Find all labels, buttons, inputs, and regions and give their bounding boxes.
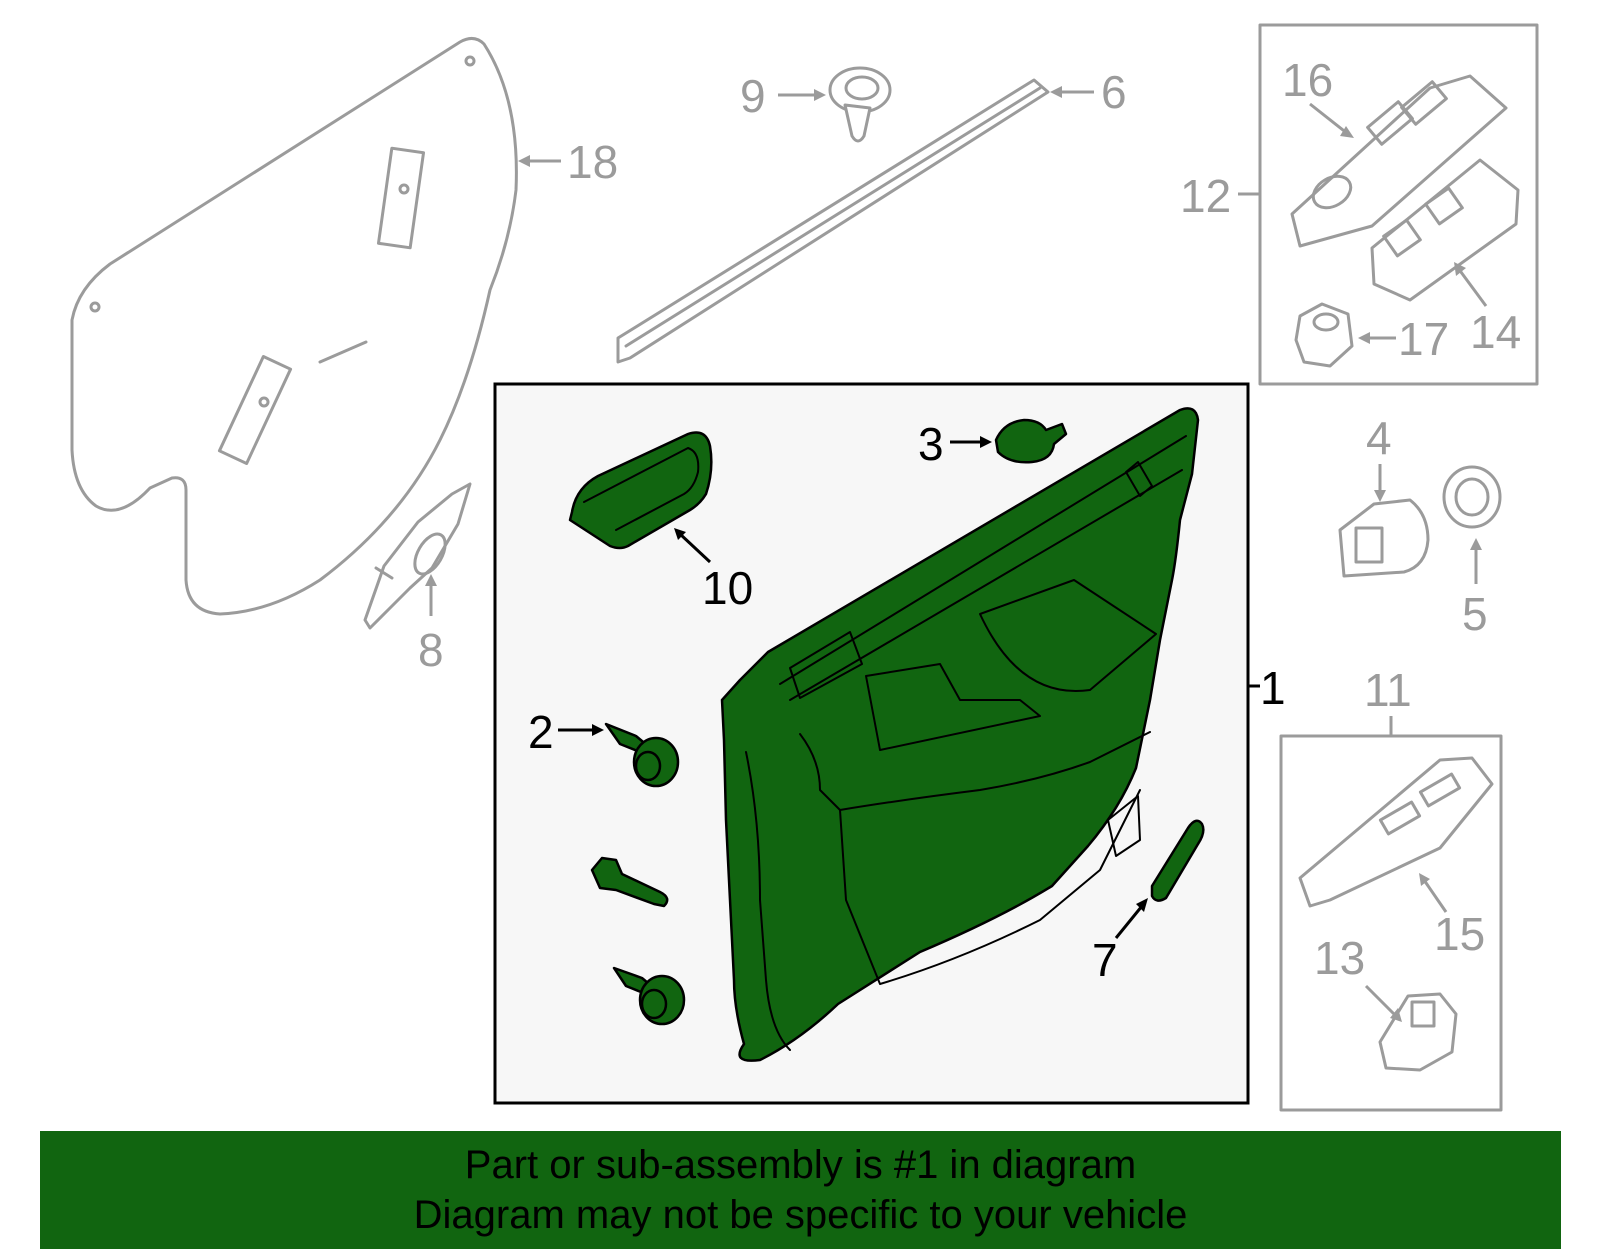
part-18-door-glass: 18	[70, 37, 618, 616]
callout-1: 1	[1260, 662, 1286, 714]
part-9-clip: 9	[740, 66, 892, 143]
banner-line-1: Part or sub-assembly is #1 in diagram	[464, 1143, 1137, 1187]
group-box-11: 11 15 13	[1279, 664, 1503, 1112]
info-banner: Part or sub-assembly is #1 in diagram Di…	[40, 1131, 1561, 1249]
part-5-grommet: 5	[1442, 465, 1502, 640]
callout-13: 13	[1314, 932, 1365, 984]
part-3-cap: 3	[918, 418, 1068, 470]
callout-11: 11	[1364, 664, 1412, 716]
part-4-cover: 4	[1338, 412, 1430, 578]
banner-line-2: Diagram may not be specific to your vehi…	[413, 1193, 1188, 1237]
part-10-handle: 10	[568, 431, 753, 614]
callout-7: 7	[1092, 934, 1118, 986]
part-2-fasteners: 2	[528, 706, 686, 1026]
callout-6: 6	[1101, 66, 1127, 118]
callout-10: 10	[702, 562, 753, 614]
callout-8: 8	[418, 624, 444, 676]
callout-5: 5	[1462, 588, 1488, 640]
callout-3: 3	[918, 418, 944, 470]
callout-18: 18	[567, 136, 618, 188]
part-6-weatherstrip: 6	[616, 66, 1127, 364]
callout-9: 9	[740, 70, 766, 122]
callout-16: 16	[1282, 54, 1333, 106]
part-7-strip: 7	[1092, 819, 1205, 986]
callout-4: 4	[1366, 412, 1392, 464]
part-1-door-trim-panel	[720, 407, 1200, 1062]
callout-12: 12	[1180, 170, 1231, 222]
callout-14: 14	[1470, 306, 1521, 358]
part-8-bracket: 8	[363, 482, 472, 676]
callout-2: 2	[528, 706, 554, 758]
callout-15: 15	[1434, 908, 1485, 960]
group-box-12: 12 16 14 17	[1180, 23, 1539, 386]
callout-17: 17	[1398, 313, 1449, 365]
